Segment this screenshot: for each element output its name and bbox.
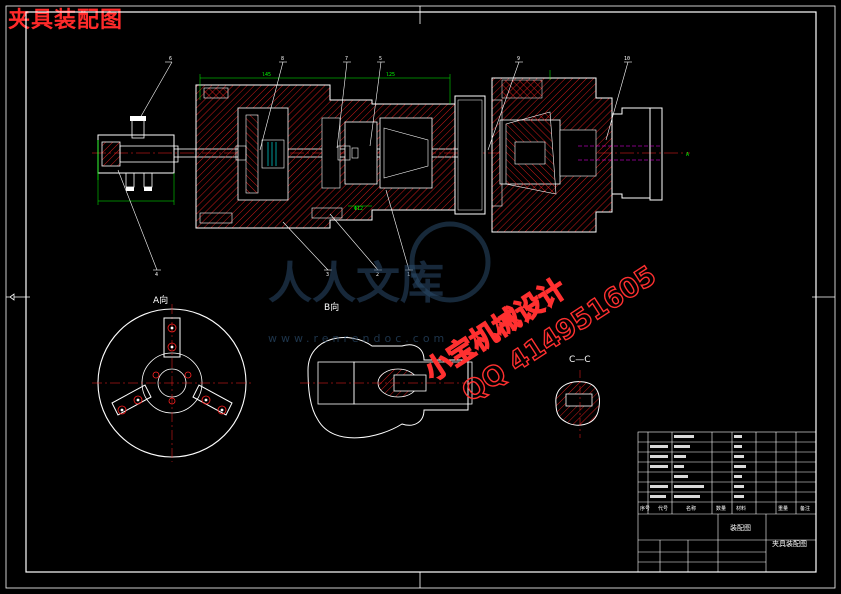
callout-6: 6 — [169, 56, 172, 62]
callout-3: 3 — [326, 272, 329, 278]
callout-2: 2 — [376, 272, 379, 278]
watermark-url: www.renrendoc.com — [268, 332, 448, 345]
svg-text:l25: l25 — [386, 72, 395, 78]
title-block-text: 序号 代号 名称 数量 材料 重量 备注 — [640, 505, 810, 512]
callout-4: 4 — [155, 272, 158, 278]
callout-5: 5 — [379, 56, 382, 62]
parts-list-entries — [650, 435, 746, 498]
tb-col-code: 代号 — [658, 505, 668, 512]
sheet-inner-border — [25, 11, 817, 573]
dimension-lines — [199, 70, 551, 207]
section-cc-label: C—C — [569, 355, 591, 365]
tb-col-qty: 数量 — [716, 505, 726, 512]
view-b-label: B向 — [324, 301, 339, 313]
dimension-values: l45 l25 Φ12 — [262, 72, 395, 212]
view-a-label: A向 — [153, 294, 168, 306]
callout-7: 7 — [345, 56, 348, 62]
svg-text:l45: l45 — [262, 72, 271, 78]
tb-col-index: 序号 — [640, 505, 650, 512]
watermark-brand: 人人文库 www.renrendoc.com — [268, 221, 491, 345]
title-block — [637, 431, 817, 573]
tb-col-weight: 重量 — [778, 505, 788, 512]
tb-col-name: 名称 — [686, 505, 696, 512]
callout-9: 9 — [517, 56, 520, 62]
axis-marker: A — [686, 152, 689, 158]
callout-1: 1 — [407, 272, 410, 278]
callout-10: 10 — [624, 56, 630, 62]
centering-marks — [6, 6, 835, 588]
main-assembly-section: l45 l25 Φ12 — [92, 70, 690, 233]
tb-col-material: 材料 — [736, 505, 746, 512]
view-b — [300, 337, 480, 439]
view-a-chuck — [92, 304, 252, 462]
tb-col-remark: 备注 — [800, 505, 810, 512]
title-block-sheet-label: 装配图 — [730, 523, 751, 532]
watermark-ad: 小宝机械设计 QQ 414951605 — [418, 259, 662, 409]
section-cc — [555, 370, 600, 438]
callout-8: 8 — [281, 56, 284, 62]
leader-lines — [117, 61, 632, 271]
svg-text:Φ12: Φ12 — [354, 206, 363, 212]
title-block-drawing-name: 夹具装配图 — [772, 539, 807, 548]
